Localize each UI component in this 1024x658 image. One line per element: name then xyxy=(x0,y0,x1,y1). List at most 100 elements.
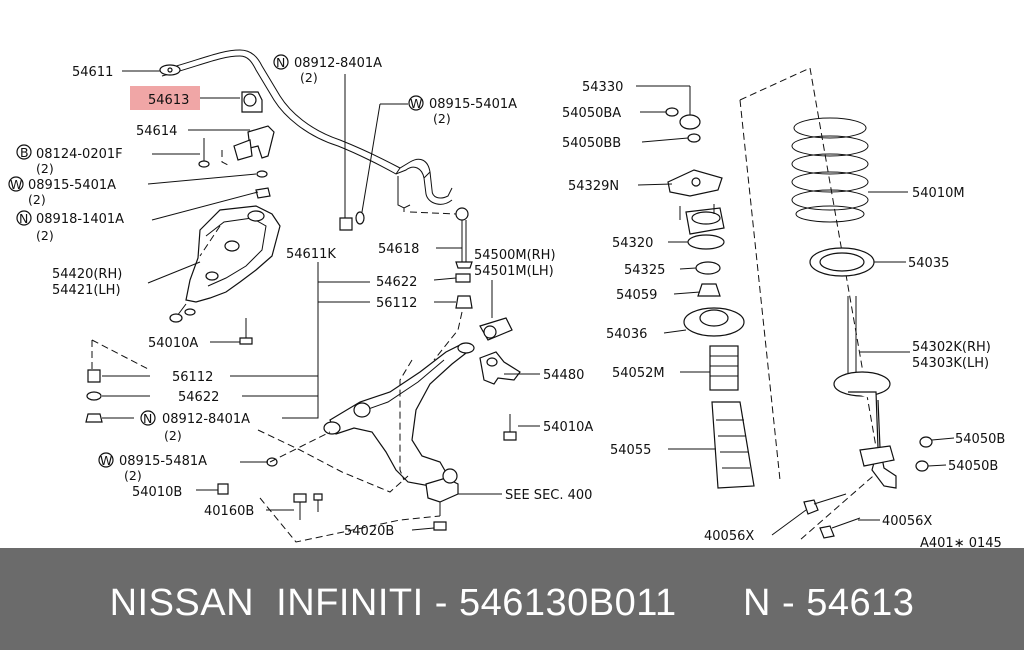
label-54622-top: 54622 xyxy=(376,275,417,290)
label-08124: 08124-0201F xyxy=(36,147,123,162)
seat-54036 xyxy=(683,307,745,337)
stabilizer-bar xyxy=(159,49,453,212)
label-54501m: 54501M(LH) xyxy=(474,264,554,279)
dust-cover-54055 xyxy=(711,401,755,489)
label-see-sec: SEE SEC. 400 xyxy=(505,488,592,503)
leader-lines xyxy=(102,70,955,536)
bushing-54622-top xyxy=(455,273,471,283)
prefix-n-b: N xyxy=(276,55,285,70)
coil-spring-54010m xyxy=(791,117,869,223)
label-08915-c: 08915-5481A xyxy=(119,454,207,469)
label-54035: 54035 xyxy=(908,256,949,271)
qty-08915-b: (2) xyxy=(433,111,451,126)
qty-08124: (2) xyxy=(36,161,54,176)
strut-54302k xyxy=(833,296,897,489)
label-54050bb: 54050BB xyxy=(562,136,621,151)
bushing-56112-top xyxy=(455,295,473,309)
label-54480: 54480 xyxy=(543,368,584,383)
label-08918: 08918-1401A xyxy=(36,212,124,227)
label-54325: 54325 xyxy=(624,263,665,278)
nut-08912-top xyxy=(339,217,353,231)
ball-joint xyxy=(425,468,459,531)
spacer-54320 xyxy=(687,234,725,250)
label-54020b: 54020B xyxy=(344,524,394,539)
label-54320: 54320 xyxy=(612,236,653,251)
bound-bumper-54052m xyxy=(709,345,739,391)
bushing-56112-left xyxy=(87,369,101,383)
link-54618 xyxy=(409,207,473,269)
label-54050b-a: 54050B xyxy=(955,432,1005,447)
label-56112-top: 56112 xyxy=(376,296,417,311)
bumper-54059 xyxy=(697,283,721,297)
label-54055: 54055 xyxy=(610,443,651,458)
nut-08918 xyxy=(255,187,271,199)
label-54622-left: 54622 xyxy=(178,390,219,405)
label-54036: 54036 xyxy=(606,327,647,342)
prefix-w-b: W xyxy=(410,96,422,111)
nut-08912-left xyxy=(85,413,103,423)
bolts-40056x xyxy=(803,493,861,539)
exploded-parts-diagram: 54611 54613 54614 B 08124-0201F (2) W 08… xyxy=(8,49,1005,548)
prefix-w-c: W xyxy=(100,453,112,468)
prefix-w-a: W xyxy=(10,177,22,192)
highlight-box-54613 xyxy=(130,86,200,110)
bracket-54614 xyxy=(221,125,275,167)
bolt-54010a-left xyxy=(239,318,253,345)
bracket-54480 xyxy=(479,351,521,385)
label-08912-left: 08912-8401A xyxy=(162,412,250,427)
qty-08912-left: (2) xyxy=(164,428,182,443)
mount-plate-54329n xyxy=(667,169,723,197)
label-08912-top: 08912-8401A xyxy=(294,56,382,71)
label-54613: 54613 xyxy=(148,93,189,108)
label-54618: 54618 xyxy=(378,242,419,257)
label-40056x-right: 40056X xyxy=(882,514,932,529)
footer-banner: NISSAN INFINITI - 546130B011 N - 54613 xyxy=(0,548,1024,650)
label-40056x-left: 40056X xyxy=(704,529,754,544)
bearing-54320 xyxy=(679,204,725,235)
nut-54050ba xyxy=(665,107,679,117)
label-54329n: 54329N xyxy=(568,179,619,194)
lower-arm-54500m xyxy=(323,317,513,487)
label-08915-a: 08915-5401A xyxy=(28,178,116,193)
footer-part-number: NISSAN INFINITI - 546130B011 N - 54613 xyxy=(109,582,915,624)
washer-54050bb xyxy=(687,133,701,143)
prefix-n-c: N xyxy=(143,411,152,426)
bolt-54010a-mid xyxy=(503,414,517,441)
label-54421: 54421(LH) xyxy=(52,283,121,298)
bracket-54420 xyxy=(169,205,281,323)
bolt-08124 xyxy=(198,138,210,168)
label-54303k: 54303K(LH) xyxy=(912,356,989,371)
qty-08918: (2) xyxy=(36,228,54,243)
diagram-code: A401∗ 0145 xyxy=(920,536,1002,548)
bolts-40160b xyxy=(293,493,323,520)
prefix-n-a: N xyxy=(19,211,28,226)
label-54611k: 54611K xyxy=(286,247,336,262)
qty-08915-a: (2) xyxy=(28,192,46,207)
washer-08915-left xyxy=(256,170,268,178)
qty-08915-c: (2) xyxy=(124,468,142,483)
label-54010a-left: 54010A xyxy=(148,336,198,351)
label-08915-b: 08915-5401A xyxy=(429,97,517,112)
nut-54050b-a xyxy=(919,436,933,448)
label-54050ba: 54050BA xyxy=(562,106,621,121)
label-54010m: 54010M xyxy=(912,186,965,201)
label-54302k: 54302K(RH) xyxy=(912,340,991,355)
label-54059: 54059 xyxy=(616,288,657,303)
label-54010a-mid: 54010A xyxy=(543,420,593,435)
washer-54325 xyxy=(695,261,721,275)
washer-54622-left xyxy=(86,391,102,401)
label-54614: 54614 xyxy=(136,124,177,139)
label-54052m: 54052M xyxy=(612,366,665,381)
label-54050b-b: 54050B xyxy=(948,459,998,474)
nut-54010b xyxy=(217,483,229,495)
spring-seat-54035 xyxy=(809,247,875,277)
washer-08915-top xyxy=(355,211,365,225)
label-54010b: 54010B xyxy=(132,485,182,500)
strut-mount-54330 xyxy=(679,114,701,130)
part-labels: 54611 54613 54614 B 08124-0201F (2) W 08… xyxy=(8,54,1005,548)
label-56112-left: 56112 xyxy=(172,370,213,385)
prefix-b: B xyxy=(20,145,29,160)
nut-54050b-b xyxy=(915,460,929,472)
bushing-54613 xyxy=(241,91,263,113)
